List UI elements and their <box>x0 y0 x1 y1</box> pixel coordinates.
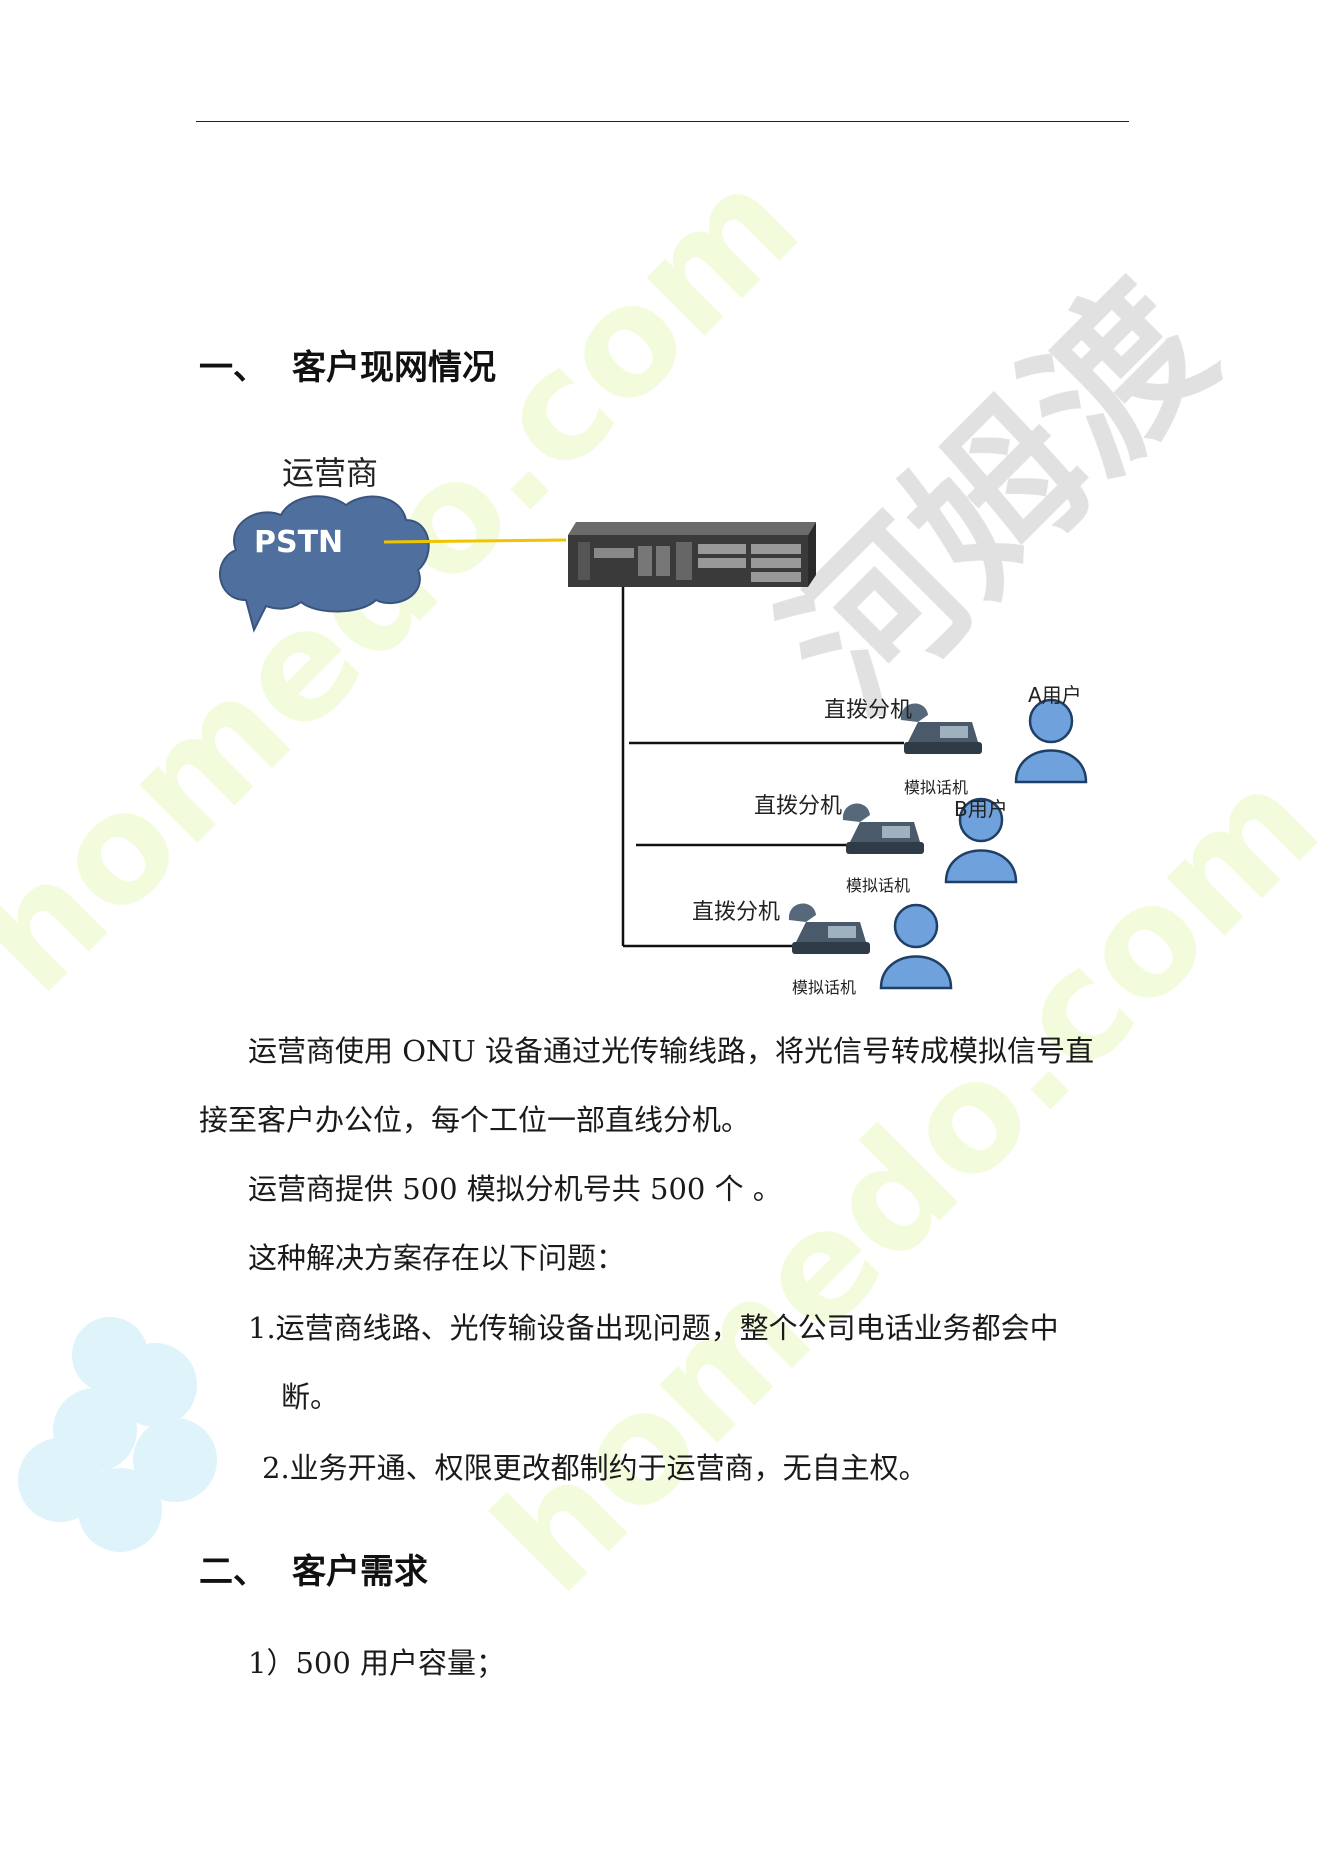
diagram-graphics <box>219 495 1088 990</box>
phone-label-a: 模拟话机 <box>904 778 969 797</box>
onu-device-icon <box>568 522 816 587</box>
paragraph-1-line-1: 运营商使用 ONU 设备通过光传输线路，将光信号转成模拟信号直 <box>248 1034 1095 1068</box>
extension-label-c: 直拨分机 <box>692 900 781 925</box>
user-icon-b <box>944 797 1018 884</box>
header-rule <box>196 121 1129 122</box>
section-heading-2: 二、客户需求 <box>199 1544 428 1593</box>
fiber-link <box>383 538 567 544</box>
extension-label-a: 直拨分机 <box>824 698 913 723</box>
section-number: 二、 <box>199 1552 267 1592</box>
pstn-label: PSTN <box>254 525 344 560</box>
list-item-1-line-1: 1.运营商线路、光传输设备出现问题，整个公司电话业务都会中 <box>248 1311 1059 1345</box>
phone-icon-a <box>900 703 982 754</box>
list-item-1-line-2: 断。 <box>281 1380 340 1414</box>
section-title: 客户需求 <box>292 1552 428 1592</box>
user-icon-c <box>879 903 953 990</box>
phone-label-c: 模拟话机 <box>792 978 857 997</box>
phone-label-b: 模拟话机 <box>846 876 911 895</box>
carrier-label: 运营商 <box>282 454 379 492</box>
user-icon-a <box>1014 698 1088 784</box>
extension-label-b: 直拨分机 <box>754 794 843 819</box>
section-number: 一、 <box>199 348 267 388</box>
phone-icon-b <box>842 803 924 854</box>
watermark-flower-icon <box>18 1317 217 1552</box>
user-label-b: B用户 <box>954 797 1008 821</box>
paragraph-3: 这种解决方案存在以下问题： <box>248 1241 626 1275</box>
paragraph-1-line-2: 接至客户办公位，每个工位一部直线分机。 <box>199 1103 751 1137</box>
section-heading-1: 一、客户现网情况 <box>199 340 496 389</box>
section-title: 客户现网情况 <box>292 348 496 388</box>
user-label-a: A用户 <box>1028 683 1082 707</box>
requirement-1: 1）500 用户容量； <box>248 1646 506 1680</box>
network-diagram: 运营商 PSTN 直拨分机 模拟话机 A用户 直拨分机 模拟话机 B用户 直拨分… <box>196 430 1088 1002</box>
phone-icon-c <box>788 903 870 954</box>
pstn-cloud-icon <box>219 495 430 633</box>
paragraph-2: 运营商提供 500 模拟分机号共 500 个 。 <box>248 1172 782 1206</box>
list-item-2: 2.业务开通、权限更改都制约于运营商，无自主权。 <box>262 1451 928 1485</box>
